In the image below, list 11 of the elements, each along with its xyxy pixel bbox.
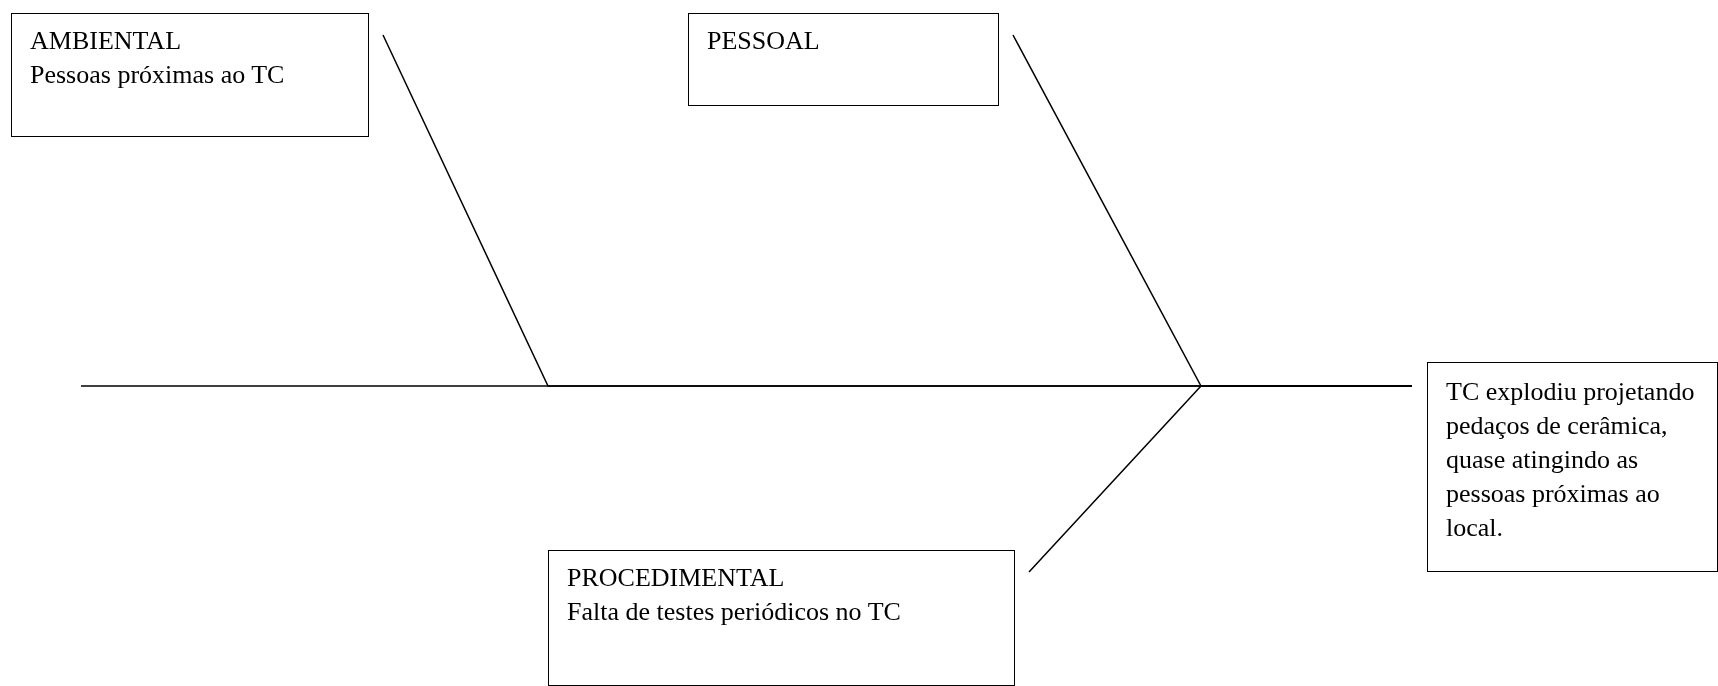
- fishbone-line: [80, 385, 1413, 387]
- category-heading: AMBIENTAL: [30, 25, 182, 57]
- cause-box: [11, 13, 369, 137]
- cause-box: [688, 13, 999, 106]
- box-text: Falta de testes periódicos no TC: [567, 596, 902, 628]
- cause-box: [548, 550, 1015, 686]
- effect-box: [1427, 362, 1718, 572]
- box-text: Pessoas próximas ao TC: [30, 59, 286, 91]
- box-text: PESSOAL: [707, 25, 821, 57]
- category-heading: PROCEDIMENTAL: [567, 562, 786, 594]
- box-text: TC explodiu projetando pedaços de cerâmica, quase atingindo as pessoas próximas ao local.: [1446, 376, 1696, 544]
